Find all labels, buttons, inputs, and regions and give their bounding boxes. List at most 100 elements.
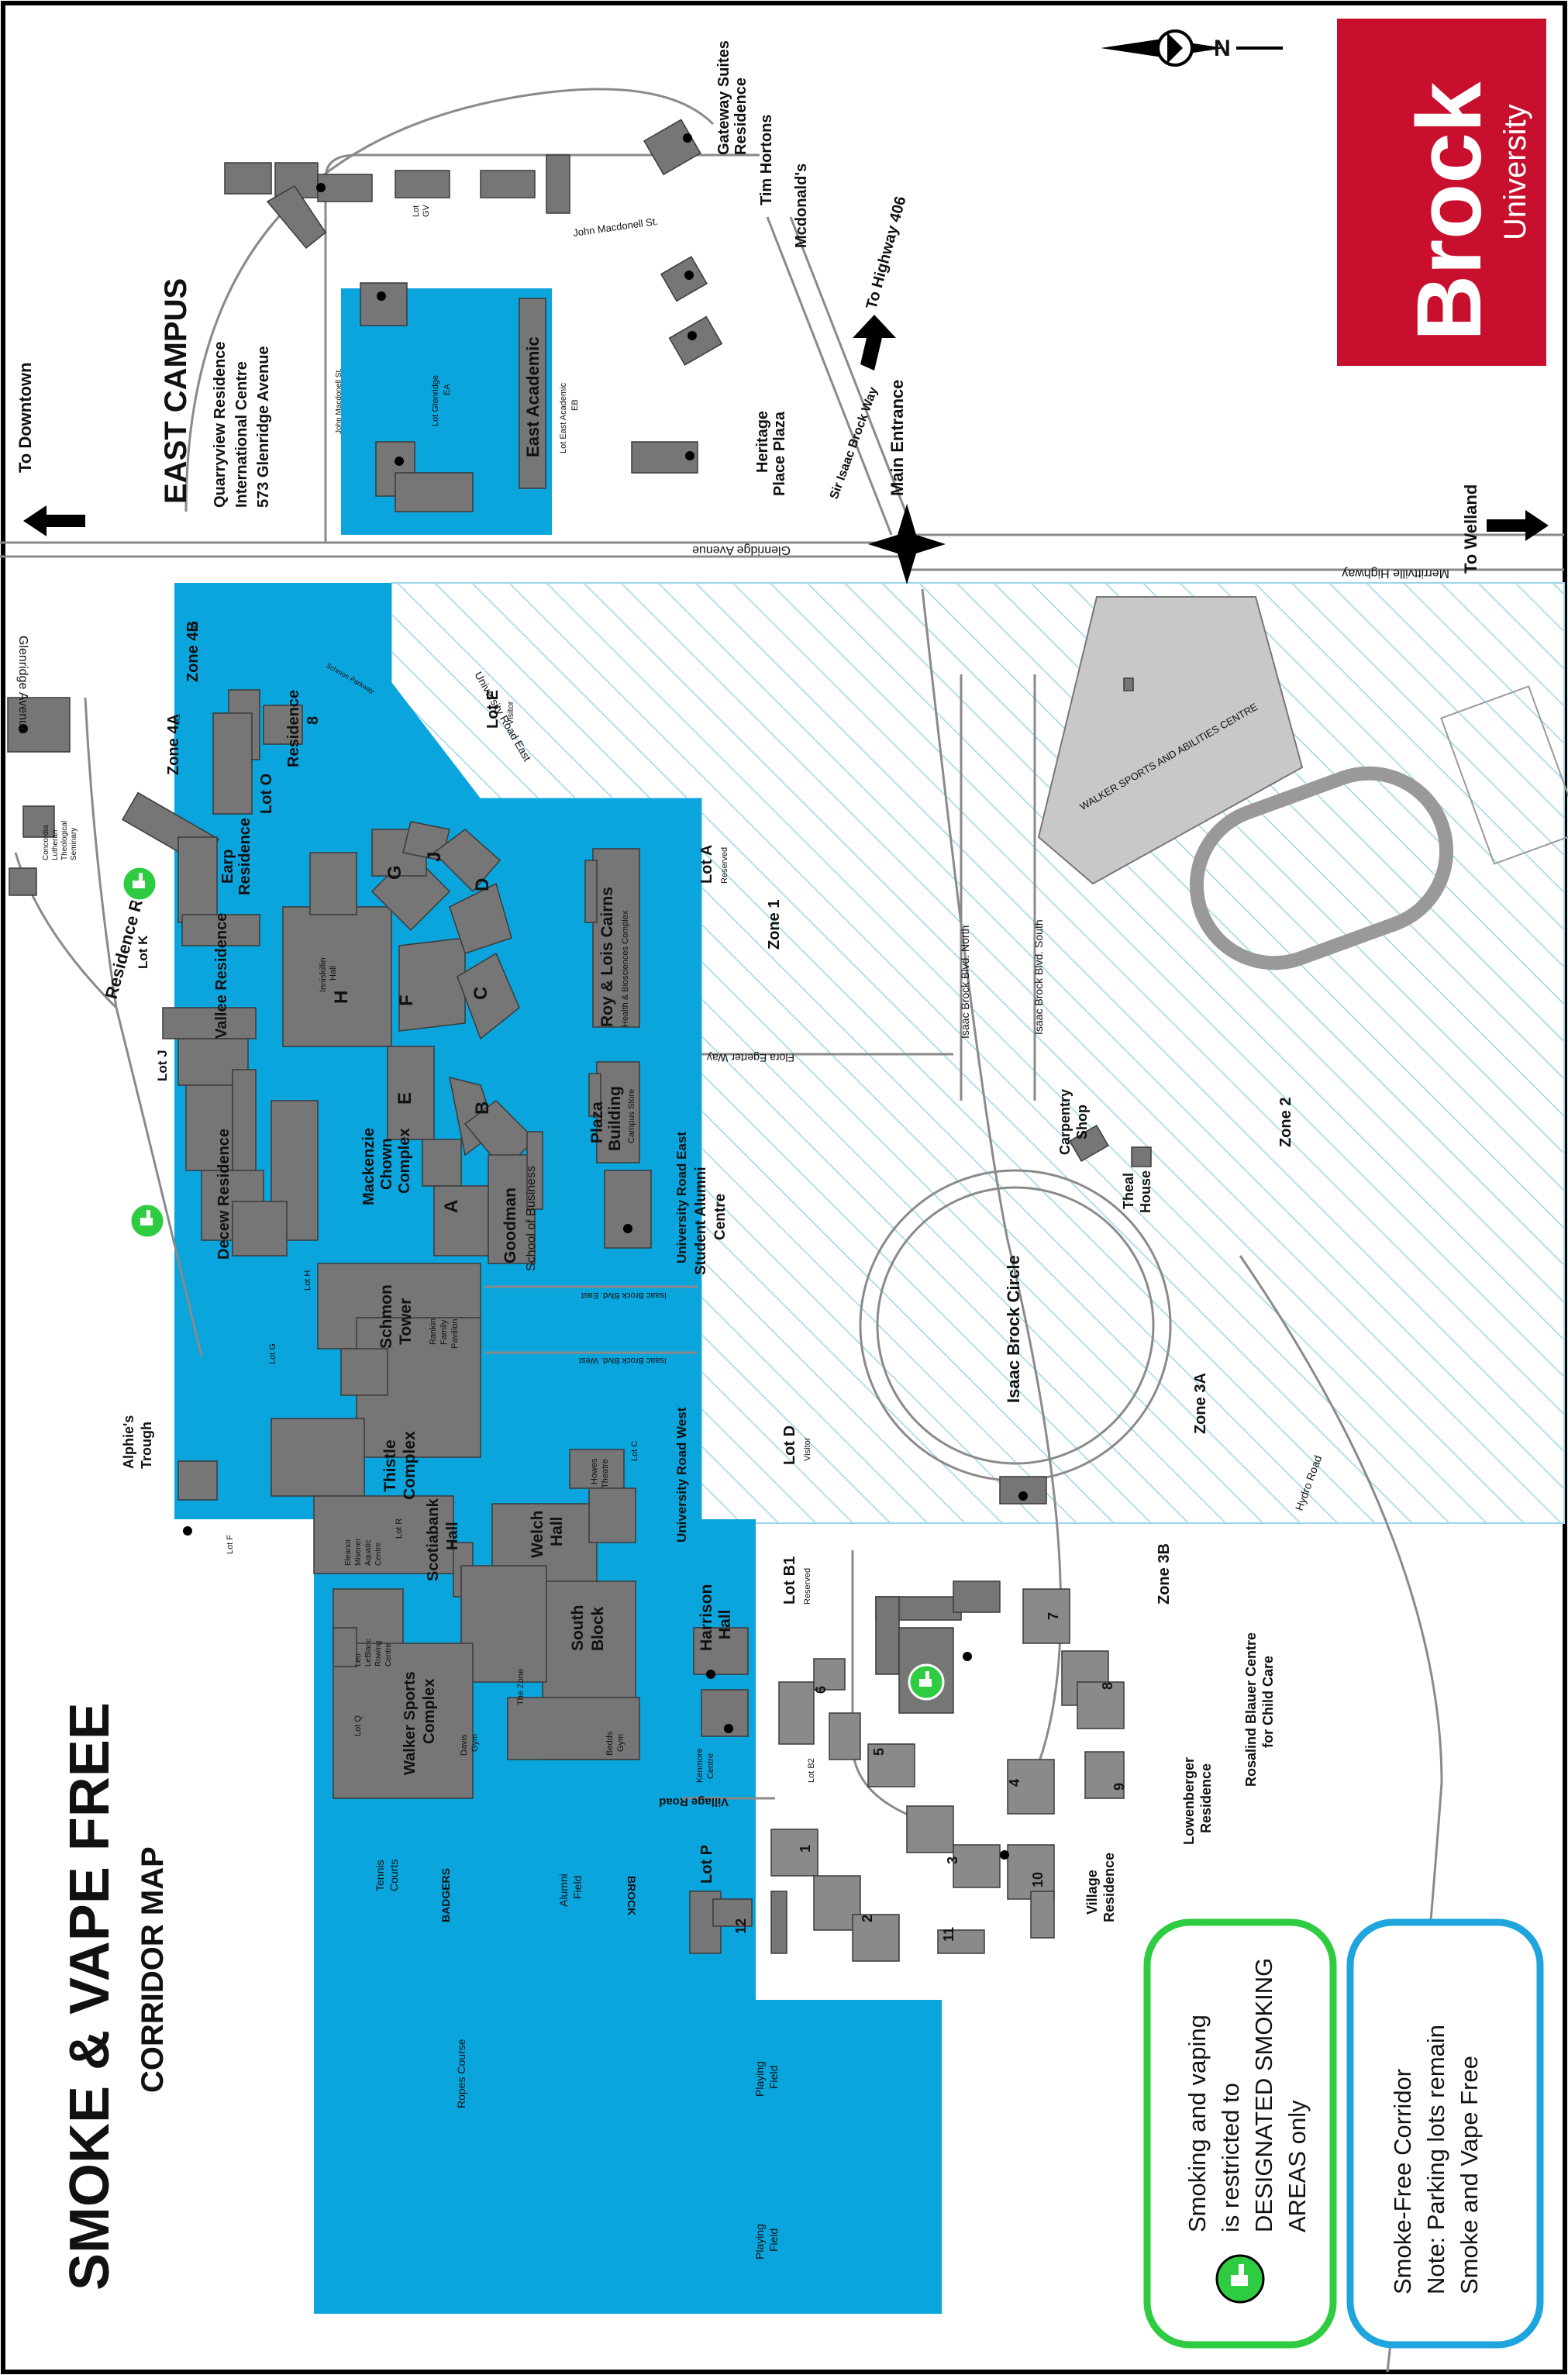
label-kenmore-centre: Centre bbox=[706, 1753, 715, 1779]
brand-name: Brock bbox=[1398, 81, 1501, 341]
label-lowenberger: Lowenberger bbox=[1181, 1757, 1197, 1845]
label-zone-2: Zone 2 bbox=[1277, 1098, 1294, 1147]
label-rankin: Rankin bbox=[429, 1318, 438, 1345]
legend-smoking-line1: Smoking and vaping bbox=[1184, 2015, 1211, 2232]
label-lot-q: Lot Q bbox=[353, 1715, 363, 1736]
label-village-11: 11 bbox=[941, 1927, 956, 1942]
label-lot-gv-sub: GV bbox=[422, 204, 431, 217]
label-lot-glenridge: Lot Glenridge bbox=[431, 375, 440, 426]
label-main-entrance: Main Entrance bbox=[887, 380, 907, 496]
label-concordia: Concordia bbox=[42, 825, 50, 860]
road-glenridge-east: Glenridge Avenue bbox=[692, 543, 791, 557]
direction-arrows bbox=[23, 315, 1549, 584]
label-theological: Theological bbox=[60, 821, 69, 860]
label-inniskillin: Inniskillin bbox=[319, 957, 328, 992]
label-tennis: Tennis bbox=[374, 1860, 386, 1891]
label-the-zone: The Zone bbox=[516, 1669, 526, 1705]
label-rowing: Rowing bbox=[374, 1641, 383, 1667]
label-playing-field-2b: Field bbox=[767, 2229, 780, 2252]
label-building-g: G bbox=[384, 865, 405, 880]
main-entrance-star-icon bbox=[868, 504, 946, 584]
label-lot-glenridge-sub: EA bbox=[443, 384, 452, 395]
label-decew-residence: Decew Residence bbox=[215, 1129, 233, 1260]
legend-smoking-box bbox=[1143, 1918, 1337, 2349]
label-heritage: Heritage bbox=[754, 411, 771, 473]
label-lot-e: Lot E bbox=[484, 690, 501, 729]
label-theal: Theal bbox=[1121, 1173, 1136, 1209]
label-zone-4a: Zone 4A bbox=[165, 714, 182, 775]
label-lot-k: Lot K bbox=[136, 935, 150, 969]
label-village-8: 8 bbox=[1100, 1682, 1115, 1690]
road-isaac-west: Isaac Brock Blvd. West bbox=[579, 1356, 667, 1365]
title-sub: CORRIDOR MAP bbox=[136, 1846, 170, 2093]
building-markers bbox=[19, 133, 1028, 1860]
label-building-j: J bbox=[424, 852, 445, 862]
label-carpentry-shop: Shop bbox=[1074, 1105, 1090, 1139]
brock-logo: Brock University bbox=[1337, 19, 1546, 366]
arrow-welland-icon bbox=[1487, 510, 1549, 541]
label-village-3: 3 bbox=[945, 1856, 960, 1864]
label-health-biosciences: Health & Biosciences Complex bbox=[621, 910, 630, 1027]
road-network bbox=[0, 88, 1564, 2373]
label-schmon: Schmon bbox=[377, 1284, 395, 1349]
label-alphies: Alphie's bbox=[121, 1415, 136, 1469]
label-child-care: for Child Care bbox=[1260, 1656, 1276, 1748]
campus-buildings bbox=[7, 119, 1152, 1962]
label-playing-field-1b: Field bbox=[767, 2066, 780, 2089]
label-lutheran: Lutheran bbox=[51, 830, 60, 860]
brand-sub: University bbox=[1498, 104, 1532, 240]
smoking-area-icon bbox=[908, 1663, 945, 1701]
label-zone-4b: Zone 4B bbox=[184, 621, 202, 682]
label-zone-1: Zone 1 bbox=[766, 900, 783, 950]
label-howes-theatre: Theatre bbox=[601, 1459, 610, 1488]
label-earp-residence: Residence bbox=[236, 818, 253, 895]
label-quarryview: Quarryview Residence bbox=[212, 341, 229, 508]
walker-abilities-centre: WALKER SPORTS AND ABILITIES CENTRE bbox=[1037, 596, 1568, 970]
label-harrison: Harrison bbox=[698, 1584, 715, 1651]
road-isaac-east: Isaac Brock Blvd. East bbox=[581, 1291, 667, 1300]
label-aquatic: Aquatic bbox=[364, 1540, 373, 1566]
road-village: Village Road bbox=[659, 1795, 729, 1808]
label-east-campus: EAST CAMPUS bbox=[159, 278, 193, 504]
label-student-alumni: Student Alumni bbox=[693, 1167, 709, 1275]
legend-corridor-line1: Smoke-Free Corridor bbox=[1389, 2069, 1416, 2294]
label-building-b: B bbox=[472, 1101, 493, 1115]
label-lot-j: Lot J bbox=[155, 1050, 170, 1081]
legend: Smoking and vaping is restricted to DESI… bbox=[1143, 1918, 1544, 2349]
label-bedds: Bedds bbox=[605, 1731, 615, 1756]
road-university-west: University Road West bbox=[674, 1407, 689, 1543]
road-isaac-south: Isaac Brock Blvd. South bbox=[1032, 919, 1045, 1035]
label-brock-field: BROCK bbox=[625, 1876, 638, 1915]
label-alumni-field: Field bbox=[571, 1876, 584, 1899]
label-village-2: 2 bbox=[860, 1915, 875, 1922]
label-rowing-centre: Centre bbox=[384, 1643, 393, 1667]
label-mackenzie: Mackenzie bbox=[360, 1128, 377, 1205]
label-gateway: Gateway Suites bbox=[715, 40, 732, 155]
label-zone-4b-sub: M2 bbox=[191, 621, 200, 632]
legend-corridor-box bbox=[1346, 1918, 1544, 2349]
label-lot-f: Lot F bbox=[226, 1535, 235, 1554]
label-lot-o: Lot O bbox=[258, 774, 275, 814]
label-place-plaza: Place Plaza bbox=[771, 411, 788, 496]
label-village-1: 1 bbox=[798, 1845, 813, 1853]
smoking-area-icon bbox=[129, 1202, 166, 1239]
label-village-6: 6 bbox=[813, 1686, 829, 1694]
label-lot-east-academic: Lot East Academic bbox=[559, 382, 568, 453]
label-zone-3b: Zone 3B bbox=[1156, 1543, 1173, 1605]
label-zone-3a: Zone 3A bbox=[1192, 1373, 1209, 1434]
smoking-area-icon bbox=[121, 865, 158, 902]
label-international: International Centre bbox=[233, 361, 250, 508]
label-lot-r: Lot R bbox=[395, 1518, 404, 1539]
label-leo: Leo bbox=[354, 1653, 363, 1667]
label-carpentry: Carpentry bbox=[1057, 1089, 1073, 1155]
label-building-f: F bbox=[396, 994, 417, 1006]
label-lot-c: Lot C bbox=[630, 1441, 639, 1461]
label-building-e: E bbox=[395, 1092, 415, 1105]
label-roy-lois-cairns: Roy & Lois Cairns bbox=[598, 887, 616, 1027]
road-isaac-north: Isaac Brock Blvd. North bbox=[959, 926, 971, 1039]
label-ropes-course: Ropes Course bbox=[455, 2039, 467, 2108]
designated-smoking-markers bbox=[121, 865, 945, 1701]
arrow-highway-icon bbox=[853, 315, 896, 371]
label-village-7: 7 bbox=[1046, 1612, 1061, 1620]
